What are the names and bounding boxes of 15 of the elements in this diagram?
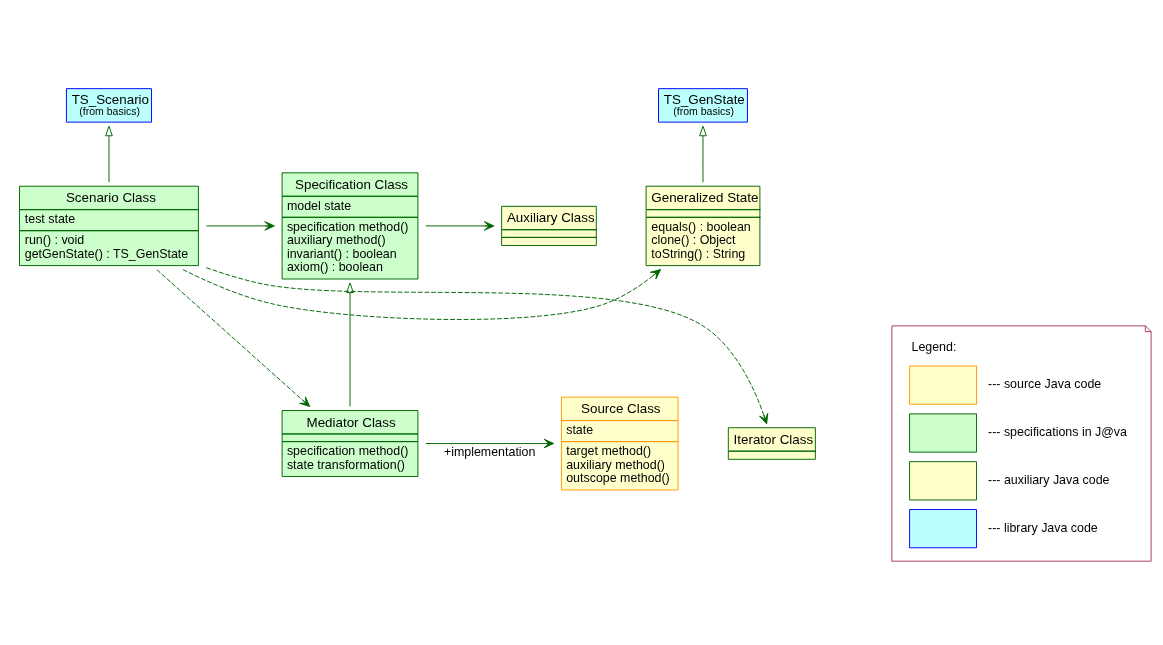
arrow xyxy=(346,282,354,407)
arrow xyxy=(425,438,555,448)
arrow xyxy=(699,125,707,183)
arrow xyxy=(182,268,662,320)
legend-label: --- specifications in J@va xyxy=(988,424,1127,439)
edge-label: +implementation xyxy=(443,444,536,459)
arrow xyxy=(425,220,495,231)
arrow xyxy=(205,266,769,424)
legend-label: --- library Java code xyxy=(988,520,1098,535)
label: Legend: xyxy=(911,339,957,354)
arrow xyxy=(156,268,311,407)
arrow xyxy=(105,125,113,183)
legend-label: --- auxiliary Java code xyxy=(988,472,1110,487)
legend-label: --- source Java code xyxy=(988,376,1102,391)
arrow xyxy=(205,220,275,231)
